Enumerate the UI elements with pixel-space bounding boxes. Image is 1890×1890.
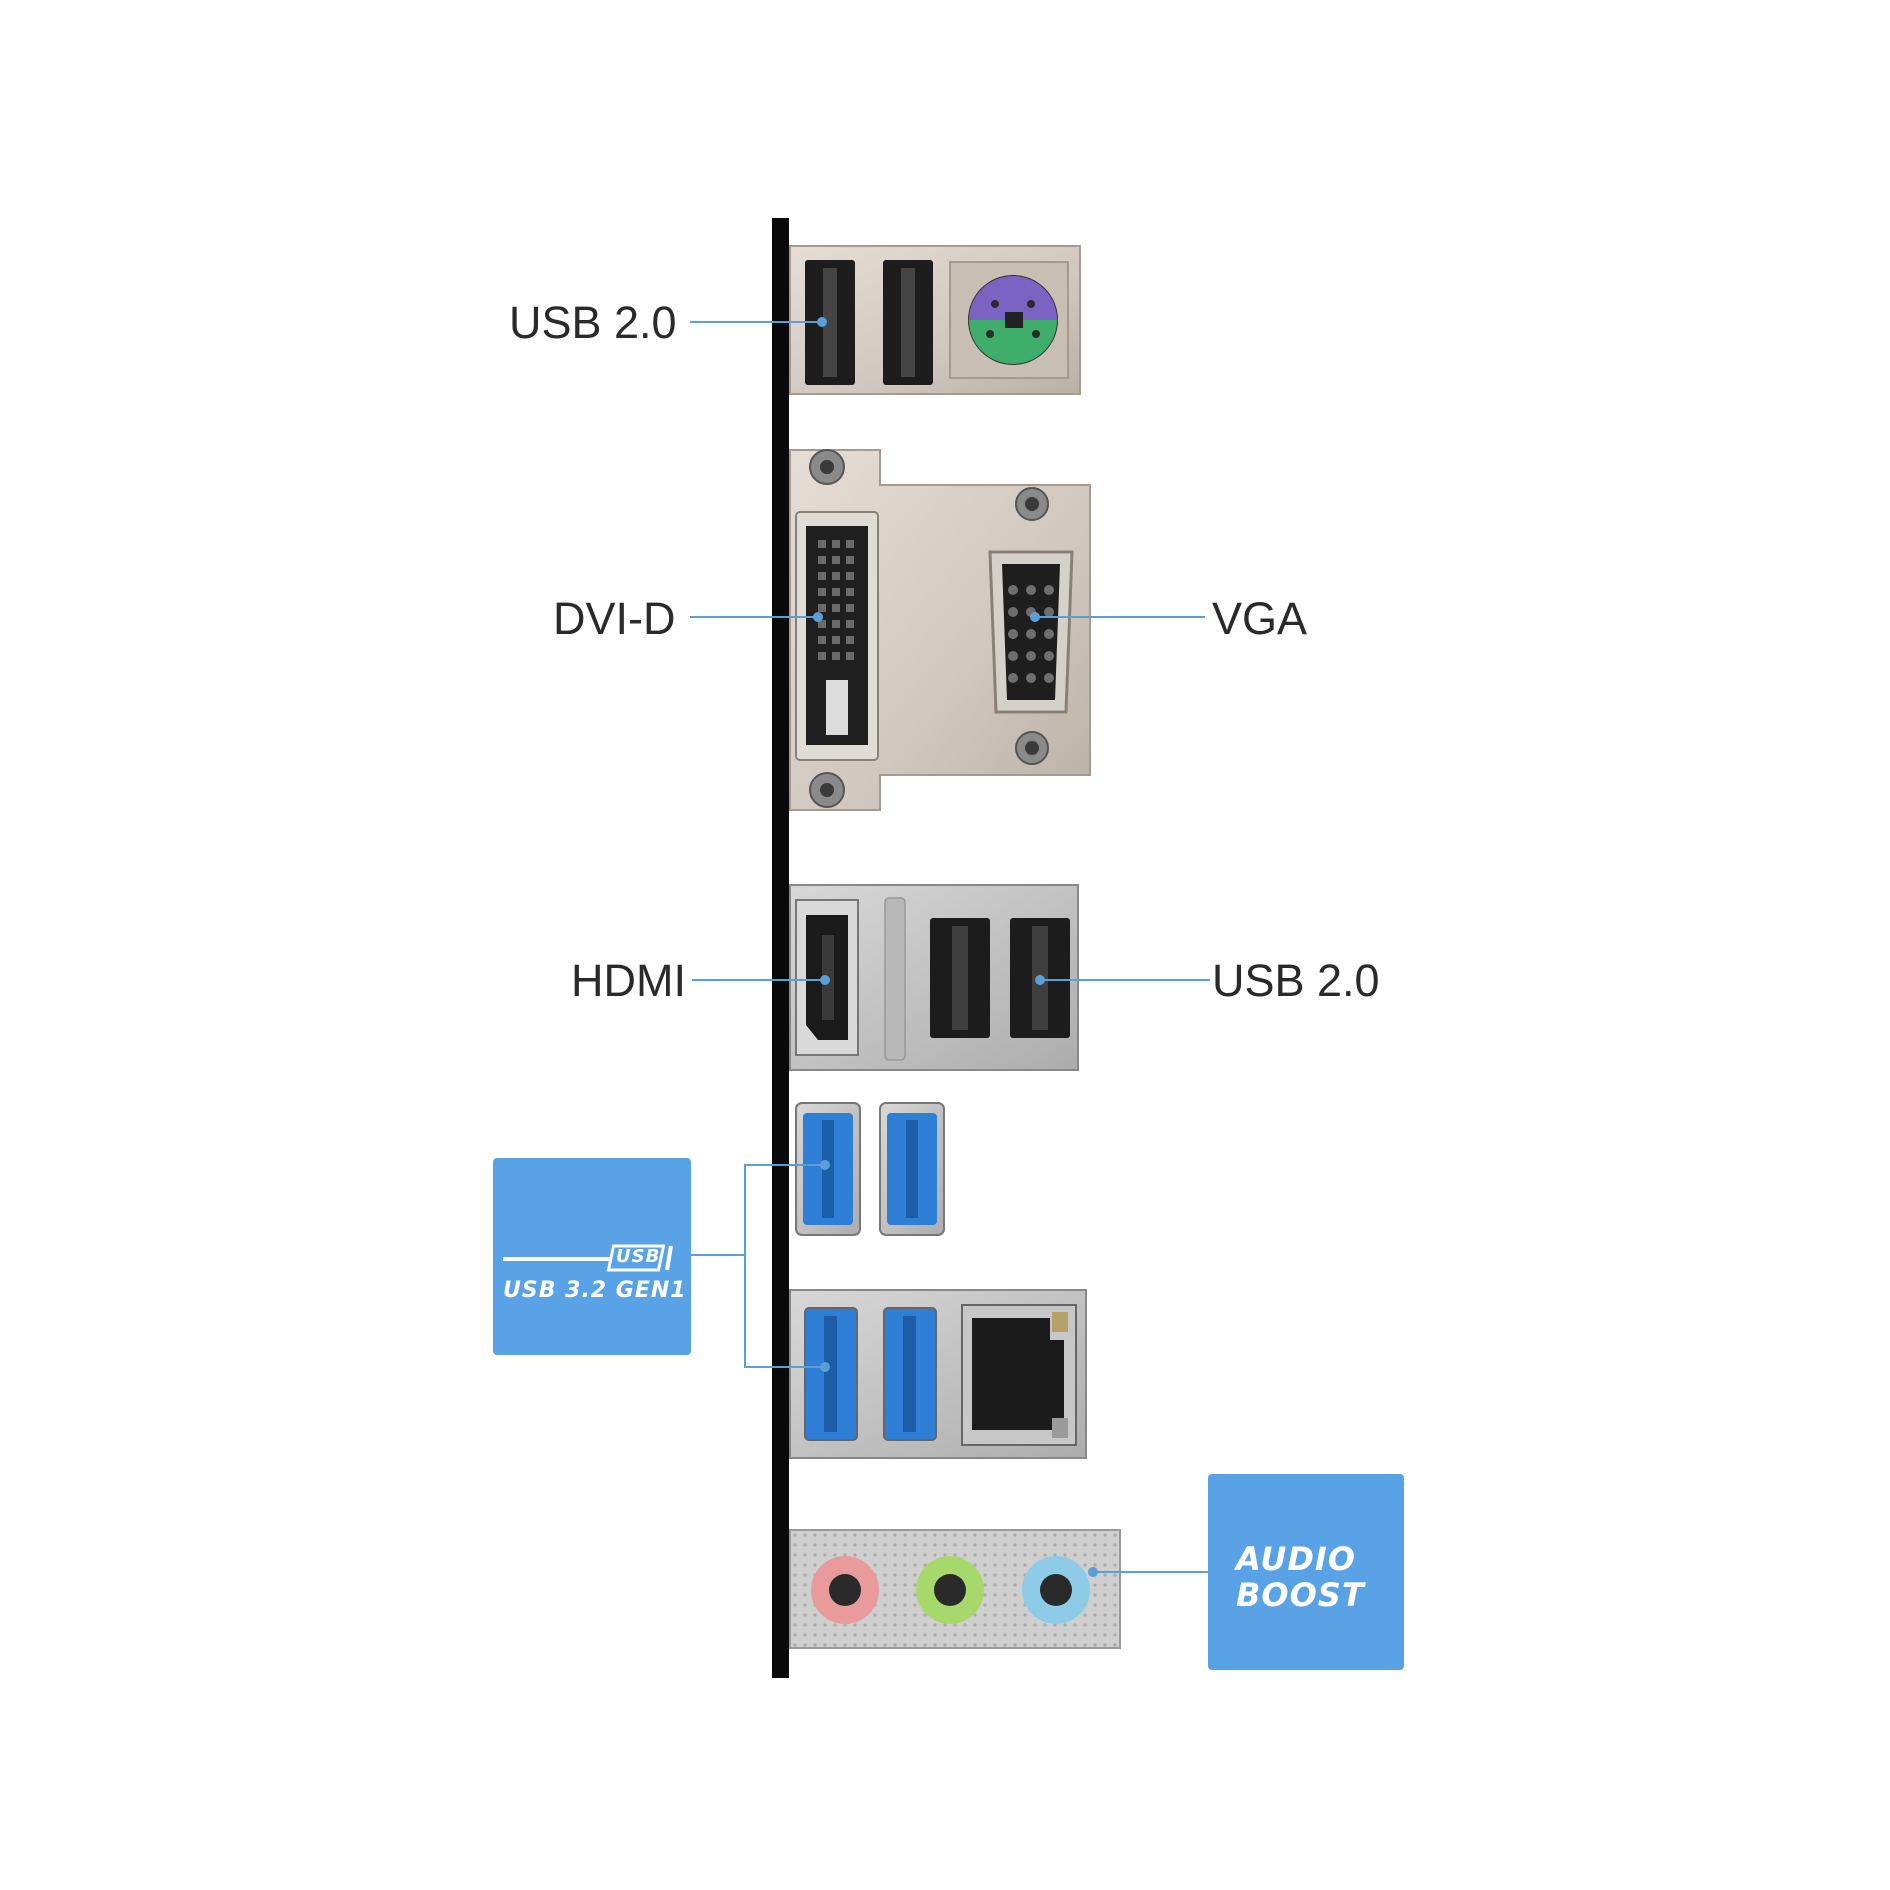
audio-boost-line1: AUDIO [1236,1540,1356,1578]
dvi-pin [832,540,840,548]
dvi-pin [818,540,826,548]
dvi-pin [846,636,854,644]
dvi-pin [832,620,840,628]
vga-pin [1026,651,1036,661]
vga-pin [1044,629,1054,639]
vga-pin [1026,629,1036,639]
vga-pin [1044,607,1054,617]
vga-pin [1008,585,1018,595]
vga-pin [1026,673,1036,683]
leader-lines [690,317,1210,1577]
audio-boost-line2: BOOST [1236,1576,1365,1614]
usb-port-icon [804,1307,858,1441]
dvi-pin [846,540,854,548]
usb-port-icon [883,260,933,385]
audio-boost-badge: AUDIO BOOST [1208,1474,1404,1670]
audio-jack-icon [811,1556,879,1624]
label-usb2-mid: USB 2.0 [1212,955,1380,1006]
dvi-pin [846,588,854,596]
audio-jack-icon [916,1556,984,1624]
usb-port-icon [805,260,855,385]
usb-port-icon [887,1113,937,1225]
vga-pin [1008,651,1018,661]
rj45-port-icon [961,1304,1077,1446]
vga-pin [1044,585,1054,595]
usb32-upper-block [795,1102,945,1236]
label-usb2-top: USB 2.0 [509,297,677,348]
vga-pin [1008,673,1018,683]
usb-port-icon [883,1307,937,1441]
usb-logo-line [503,1244,673,1272]
dvi-pin [832,588,840,596]
dvi-pin [818,588,826,596]
dvi-pin [818,652,826,660]
vga-port-icon [988,550,1074,714]
dvi-port-icon [795,511,879,761]
dvi-pin [846,604,854,612]
dvi-pin [818,604,826,612]
vga-pin [1044,673,1054,683]
vga-pin [1008,629,1018,639]
dvi-pin [846,652,854,660]
dvi-pin [832,604,840,612]
usb-port-icon [930,918,990,1038]
dvi-pin [846,572,854,580]
usb32-badge-small: USB [616,1246,661,1267]
label-hdmi: HDMI [571,955,686,1006]
audio-jack-icon [1022,1556,1090,1624]
dvi-pin [846,556,854,564]
usb32-badge-main: USB 3.2 GEN1 [503,1278,687,1303]
dvi-pin [818,636,826,644]
dvi-vga-block [789,449,1091,811]
dvi-pin [832,636,840,644]
label-dvi-d: DVI-D [553,593,676,644]
usb32-lan-block [789,1289,1087,1459]
dvi-pin [846,620,854,628]
vga-pin [1044,651,1054,661]
io-shield-bracket [772,218,789,1678]
dvi-pin [832,556,840,564]
usb32-gen1-badge: USB USB 3.2 GEN1 [493,1158,691,1355]
audio-block [789,1529,1121,1649]
hdmi-usb2-block [789,884,1079,1071]
label-vga: VGA [1212,593,1308,644]
dvi-pin [818,620,826,628]
usb2-ps2-block [789,245,1081,395]
vga-pin [1008,607,1018,617]
dvi-pin [818,572,826,580]
ps2-port-icon [968,275,1058,365]
vga-pin [1026,585,1036,595]
dvi-pin [832,652,840,660]
dvi-pin [818,556,826,564]
dvi-pin [832,572,840,580]
